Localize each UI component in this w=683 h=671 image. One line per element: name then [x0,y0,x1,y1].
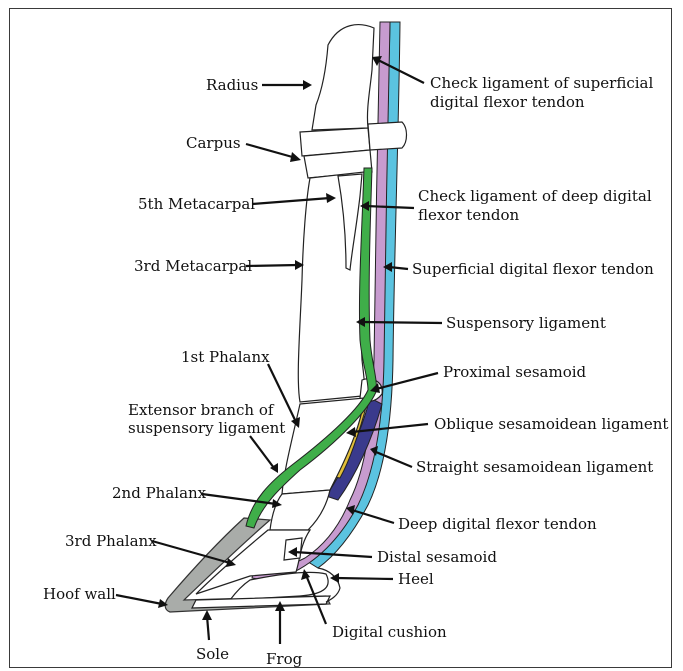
carpus-bone-2 [368,122,407,150]
label-hoof-wall: Hoof wall [43,585,116,603]
label-3rd-metacarpal: 3rd Metacarpal [134,257,252,275]
label-distal-sesamoid: Distal sesamoid [377,548,497,566]
label-suspensory-ligament: Suspensory ligament [446,314,606,332]
label-proximal-sesamoid: Proximal sesamoid [443,363,587,381]
label-check-ligament-sdf-2: digital flexor tendon [430,93,585,111]
label-heel: Heel [398,570,434,588]
label-superficial-flexor-tendon: Superficial digital flexor tendon [412,260,654,278]
sole-outline [192,596,330,608]
label-extensor-branch-2: suspensory ligament [128,419,285,437]
label-oblique-sesamoidean: Oblique sesamoidean ligament [434,415,668,433]
label-extensor-branch-1: Extensor branch of [128,401,275,419]
distal-sesamoid-bone [284,538,302,560]
label-check-ligament-ddf-2: flexor tendon [418,206,520,224]
label-check-ligament-ddf-1: Check ligament of deep digital [418,187,652,205]
label-3rd-phalanx: 3rd Phalanx [65,532,157,550]
label-straight-sesamoidean: Straight sesamoidean ligament [416,458,653,476]
label-carpus: Carpus [186,134,241,152]
label-radius: Radius [206,76,258,94]
label-5th-metacarpal: 5th Metacarpal [138,195,255,213]
label-digital-cushion: Digital cushion [332,623,447,641]
radius-bone [312,25,374,130]
label-frog: Frog [266,650,303,668]
label-sole: Sole [196,645,229,663]
second-phalanx-bone [270,490,330,530]
label-check-ligament-sdf-1: Check ligament of superficial [430,74,653,92]
label-1st-phalanx: 1st Phalanx [181,348,270,366]
label-2nd-phalanx: 2nd Phalanx [112,484,207,502]
label-deep-flexor-tendon: Deep digital flexor tendon [398,515,597,533]
